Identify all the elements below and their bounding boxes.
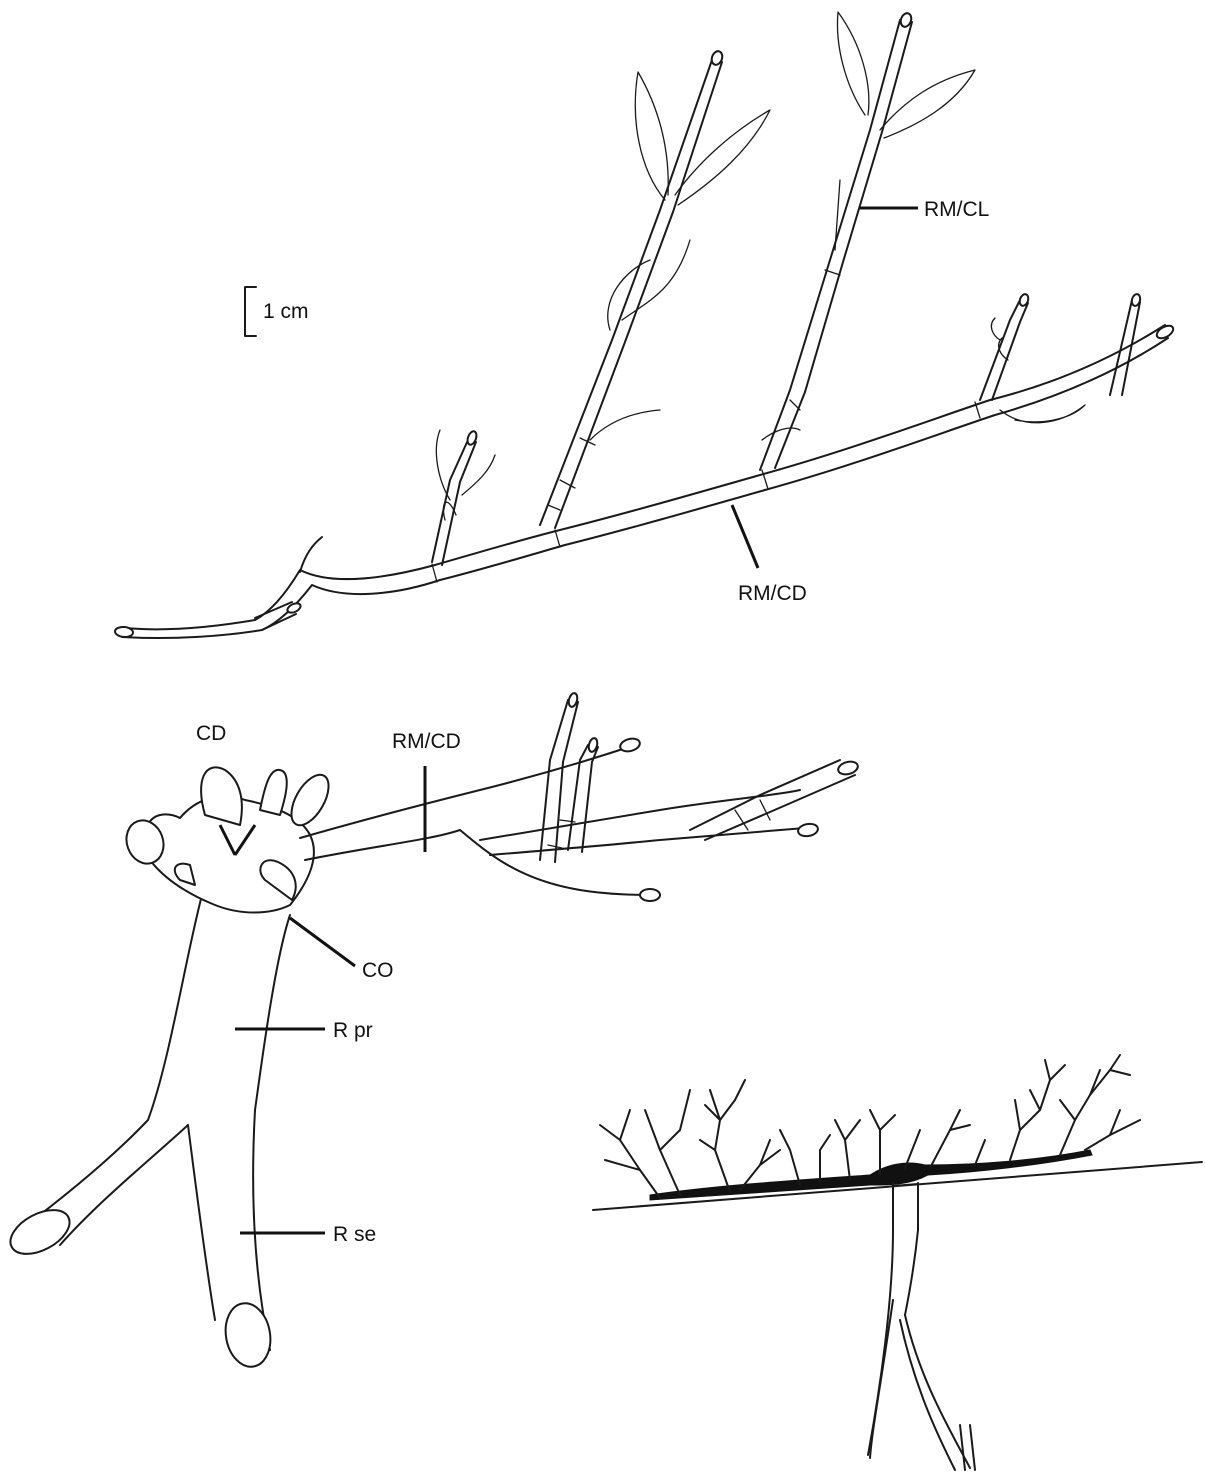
schematic-rhizome-diagram [593,1055,1202,1470]
label-r-pr: R pr [333,1019,373,1042]
label-rm-cd-mid: RM/CD [392,730,461,753]
corm-figure: CD RM/CD CO R pr R se [3,692,859,1370]
label-rm-cd-top: RM/CD [738,582,807,605]
scale-bar-label: 1 cm [263,300,309,323]
label-co: CO [362,959,394,982]
label-rm-cl: RM/CL [924,198,989,221]
label-cd: CD [196,722,226,745]
label-r-se: R se [333,1223,376,1246]
top-rhizome-figure: RM/CL RM/CD [115,12,1176,638]
scale-bar: 1 cm [245,287,309,336]
